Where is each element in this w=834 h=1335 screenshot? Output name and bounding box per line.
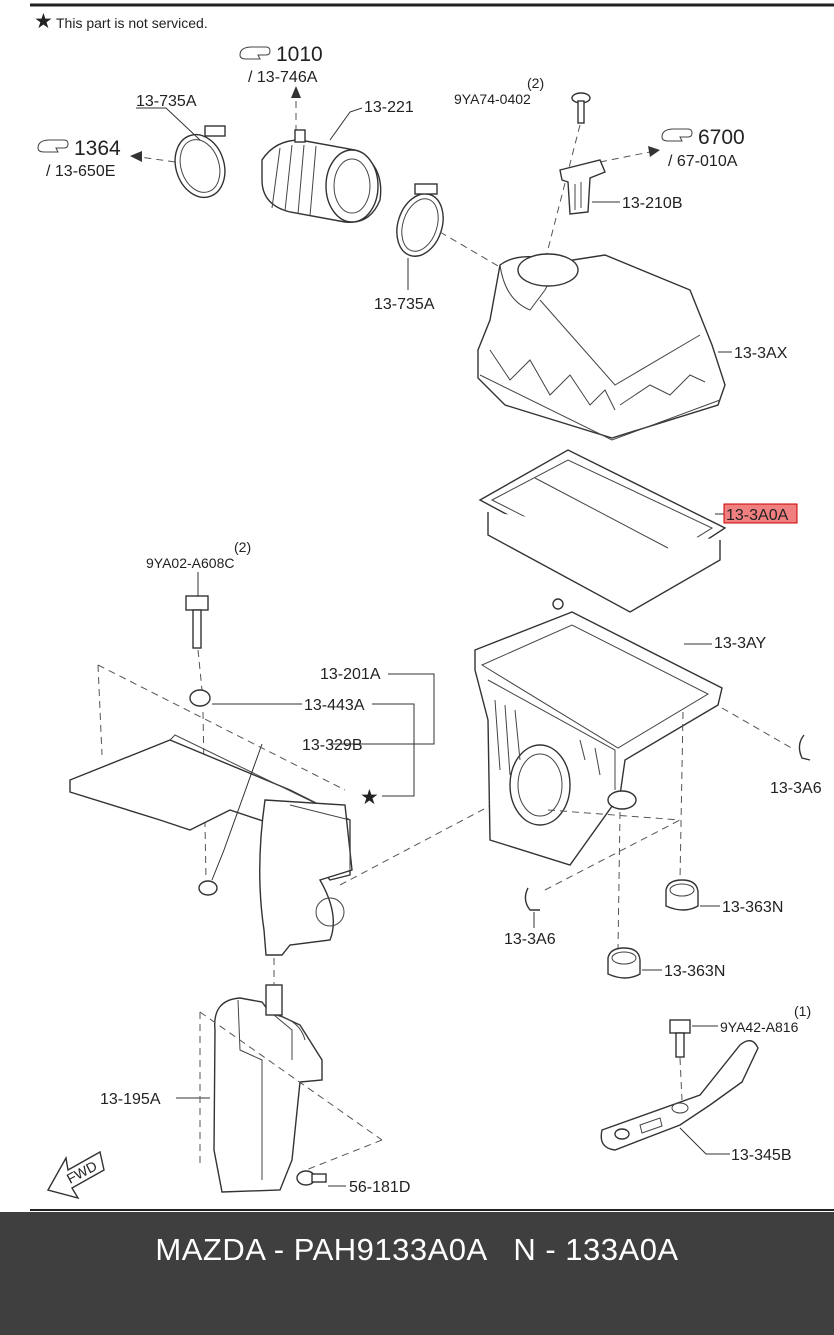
ref-1010[interactable]: 1010 / 13-746A (239, 43, 323, 86)
clamp-mid[interactable] (389, 183, 451, 262)
note-text: This part is not serviced. (56, 15, 208, 31)
highlight-box (723, 503, 798, 524)
footer-title: MAZDA - PAH9133A0A N - 133A0A (155, 1232, 679, 1267)
bracket[interactable] (600, 1040, 759, 1151)
ref-1010-code: / 13-746A (248, 69, 318, 86)
label-grommet: 13-443A (304, 697, 365, 714)
label-bolt-left: 9YA02-A608C (146, 555, 234, 571)
label-resonator: 13-195A (100, 1091, 161, 1108)
label-cover: 13-3AX (734, 345, 788, 362)
label-bolt-top-qty: (2) (527, 75, 544, 91)
screw[interactable] (296, 1170, 327, 1186)
label-clip-mid: 13-3A6 (504, 931, 556, 948)
pointing-hand-icon (239, 46, 271, 60)
footer-bar: MAZDA - PAH9133A0A N - 133A0A (0, 1212, 834, 1335)
clip-right[interactable] (798, 734, 811, 761)
ref-6700[interactable]: 6700 / 67-010A (661, 126, 745, 170)
label-screw: 56-181D (349, 1179, 410, 1196)
label-duct: 13-201A (320, 666, 381, 683)
clamp-top[interactable] (167, 125, 232, 204)
ref-1364[interactable]: 1364 / 13-650E (37, 137, 121, 180)
label-sensor: 13-210B (622, 195, 683, 212)
label-bolt-left-qty: (2) (234, 539, 251, 555)
label-mount-2: 13-363N (664, 963, 725, 980)
bolt-br[interactable] (669, 1019, 691, 1058)
label-clip-right: 13-3A6 (770, 780, 822, 797)
bolt-top[interactable] (571, 92, 591, 124)
maf-sensor[interactable] (559, 159, 606, 215)
intake-hose[interactable] (261, 129, 382, 224)
label-case: 13-3AY (714, 635, 767, 652)
resonator[interactable] (213, 984, 323, 1193)
grommet-lower (198, 880, 218, 896)
parts-diagram: ★ This part is not serviced. 1010 / 13-7… (30, 3, 834, 1211)
mount-1[interactable] (665, 879, 699, 911)
ref-1364-num: 1364 (74, 137, 121, 160)
ref-6700-num: 6700 (698, 126, 745, 149)
ref-1010-num: 1010 (276, 43, 323, 66)
bolt-left[interactable] (185, 595, 209, 649)
label-filter[interactable]: 13-3A0A (726, 507, 789, 524)
clip-mid[interactable] (524, 887, 540, 911)
fwd-arrow-icon (46, 1150, 105, 1200)
label-bolt-br-qty: (1) (794, 1003, 811, 1019)
label-bracket: 13-345B (731, 1147, 792, 1164)
pointing-hand-icon (661, 128, 693, 142)
mount-2[interactable] (607, 947, 641, 979)
ref-6700-code: / 67-010A (668, 153, 738, 170)
label-hose: 13-221 (364, 99, 414, 116)
filter-element[interactable] (478, 449, 727, 613)
cleaner-cover[interactable] (477, 253, 726, 441)
ref-1364-code: / 13-650E (46, 163, 115, 180)
grommet[interactable] (189, 689, 211, 707)
cleaner-case[interactable] (474, 598, 723, 866)
label-mount-1: 13-363N (722, 899, 783, 916)
pointing-hand-icon (37, 139, 69, 153)
label-bolt-top: 9YA74-0402 (454, 91, 531, 107)
label-bolt-br: 9YA42-A816 (720, 1019, 799, 1035)
label-tube: 13-329B (302, 737, 363, 754)
intake-duct[interactable] (69, 734, 353, 956)
note-star: ★ (34, 10, 53, 33)
label-clamp-mid: 13-735A (374, 296, 435, 313)
label-clamp-top: 13-735A (136, 93, 197, 110)
not-serviced-star: ★ (360, 786, 379, 809)
